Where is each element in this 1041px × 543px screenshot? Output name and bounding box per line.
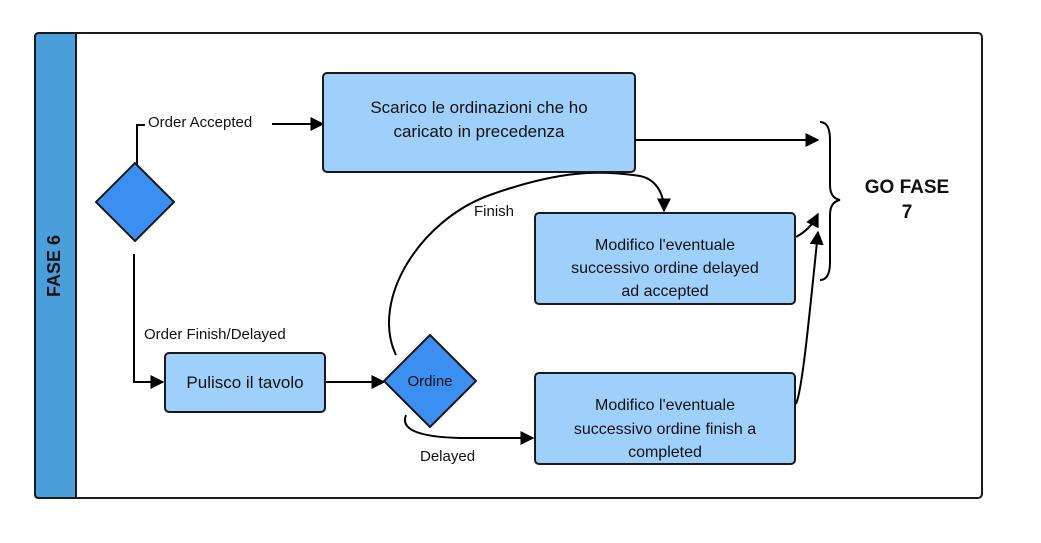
node-scarico-line-2: caricato in precedenza — [393, 122, 565, 141]
node-modifico-finish-line-2: successivo ordine finish a — [574, 421, 756, 438]
decision-diamond-top — [95, 162, 175, 242]
edge-finish-to-go — [795, 230, 824, 405]
swimlane-header-bar — [34, 32, 77, 499]
go-fase-line-2: 7 — [902, 202, 913, 223]
decision-diamond-ordine — [383, 334, 477, 428]
swimlane-title: FASE 6 — [44, 235, 64, 297]
edge-label-order-accepted: Order Accepted — [148, 114, 252, 131]
node-modifico-finish — [534, 372, 796, 465]
edge-order-accepted — [136, 124, 323, 170]
node-scarico — [322, 72, 636, 173]
node-modifico-delayed-line-1: Modifico l'eventuale — [595, 237, 735, 254]
edge-label-order-finish-delayed: Order Finish/Delayed — [144, 326, 286, 343]
edge-delayed — [403, 414, 535, 445]
node-scarico-line-1: Scarico le ordinazioni che ho — [370, 98, 587, 117]
connectors — [133, 121, 841, 445]
edge-label-delayed: Delayed — [420, 448, 475, 465]
edge-finish — [388, 171, 671, 356]
node-modifico-delayed-line-2: successivo ordine delayed — [571, 260, 759, 277]
edge-order-finish-delayed — [133, 254, 165, 389]
decision-ordine-label: Ordine — [407, 373, 452, 390]
go-bracket — [819, 121, 841, 281]
node-pulisco-label: Pulisco il tavolo — [186, 373, 303, 392]
edge-delayed-to-go — [795, 212, 819, 238]
node-pulisco — [164, 352, 326, 413]
node-modifico-finish-line-1: Modifico l'eventuale — [595, 397, 735, 414]
node-modifico-delayed — [534, 212, 796, 305]
go-fase-line-1: GO FASE — [865, 177, 949, 198]
node-modifico-finish-line-3: completed — [628, 444, 702, 461]
edge-label-finish: Finish — [474, 203, 514, 220]
node-modifico-delayed-line-3: ad accepted — [621, 283, 708, 300]
